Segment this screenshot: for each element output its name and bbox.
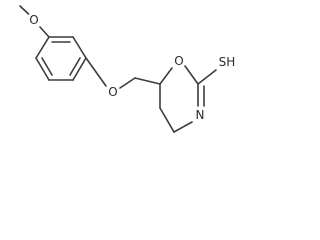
atom-ring-oxygen: O (174, 54, 183, 68)
chemical-structure-diagram: O O O N SH (19, 5, 236, 133)
bond-ether-o-ch2 (119, 77, 136, 89)
bond-ch2-ring (134, 77, 161, 85)
bond-benzene-2 (72, 36, 87, 59)
bond-o-aryl (39, 26, 50, 38)
bond-benzene-6 (35, 36, 50, 59)
bond-ring-c4-c5 (159, 107, 175, 133)
bond-ring-c6-o (159, 67, 173, 85)
bond-benzene-5 (35, 57, 50, 81)
bond-ring-n-c4 (173, 121, 193, 133)
bond-c2-sh (197, 69, 217, 85)
bond-aryl-ether-o (85, 57, 107, 87)
atom-ring-nitrogen: N (196, 108, 205, 122)
bond-benzene-double-3 (41, 57, 53, 76)
atom-methoxy-oxygen: O (29, 13, 38, 27)
atom-thiol-group: SH (219, 55, 236, 69)
bond-methyl-o (19, 5, 30, 15)
bond-benzene-3 (72, 57, 87, 81)
bond-benzene-double-2 (69, 57, 81, 76)
bond-ring-o-c2 (184, 65, 199, 85)
atom-ether-oxygen: O (108, 85, 117, 99)
